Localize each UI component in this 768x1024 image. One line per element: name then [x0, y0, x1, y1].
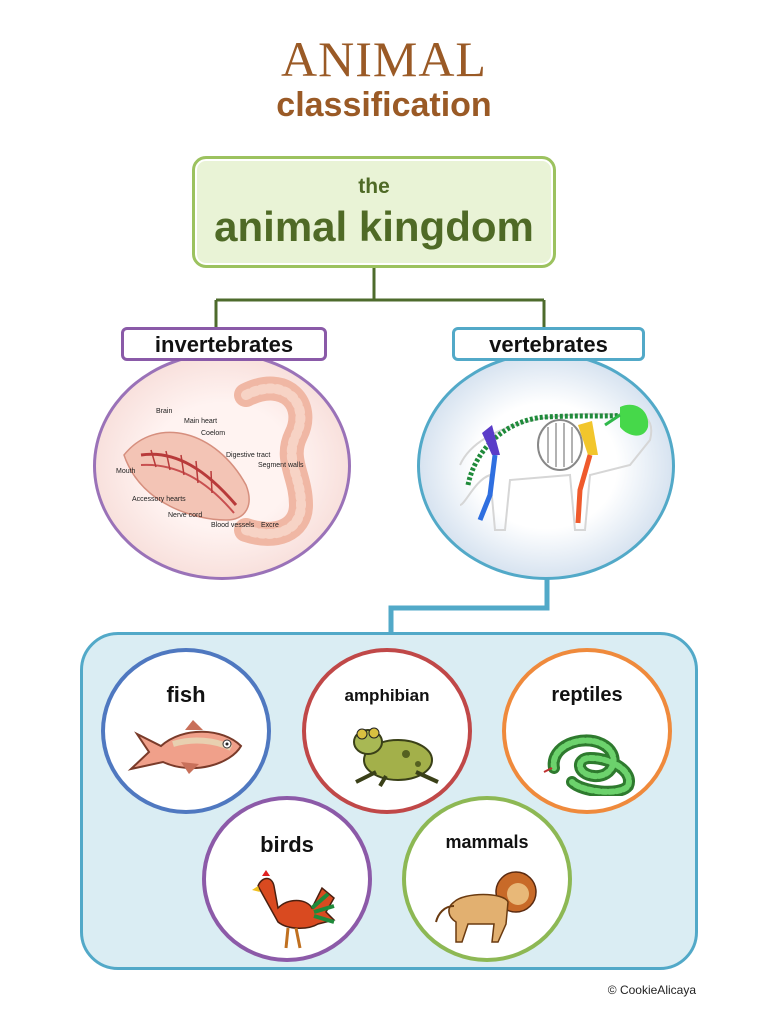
label-excretory: Excre	[261, 522, 279, 529]
page-subtitle: classification	[276, 86, 492, 124]
reptiles-label: reptiles	[551, 684, 623, 706]
label-mouth: Mouth	[116, 468, 136, 475]
lion-icon	[435, 871, 537, 943]
fish-icon	[127, 720, 243, 774]
copyright-text: © CookieAlicaya	[607, 983, 696, 997]
frog-icon	[353, 727, 439, 788]
birds-circle: birds	[202, 796, 372, 962]
mammals-label: mammals	[445, 832, 529, 852]
amphibian-label: amphibian	[344, 686, 430, 705]
cat-skeleton-icon	[459, 404, 653, 531]
vertebrates-label: vertebrates	[452, 327, 645, 361]
fish-label: fish	[166, 682, 206, 707]
label-brain: Brain	[156, 408, 172, 415]
earthworm-anatomy-icon: Brain Main heart Coelom Digestive tract …	[116, 376, 314, 546]
snake-icon	[543, 734, 635, 796]
animal-kingdom-box: the animal kingdom	[192, 156, 556, 268]
reptiles-circle: reptiles	[502, 648, 672, 814]
kingdom-prefix: the	[358, 175, 390, 198]
mammals-circle: mammals	[402, 796, 572, 962]
label-digestive-tract: Digestive tract	[226, 452, 270, 459]
vertebrates-circle	[417, 352, 675, 580]
amphibian-circle: amphibian	[302, 648, 472, 814]
kingdom-title: animal kingdom	[214, 203, 534, 250]
label-blood-vessels: Blood vessels	[211, 522, 255, 529]
fish-circle: fish	[101, 648, 271, 814]
label-segment-walls: Segment walls	[258, 462, 304, 469]
rooster-icon	[252, 870, 336, 949]
label-coelom: Coelom	[201, 430, 225, 437]
invertebrates-label: invertebrates	[121, 327, 327, 361]
label-nerve-cord: Nerve cord	[168, 512, 202, 519]
label-main-heart: Main heart	[184, 418, 217, 425]
birds-label: birds	[260, 832, 314, 857]
invertebrates-circle: Brain Main heart Coelom Digestive tract …	[93, 352, 351, 580]
label-accessory-hearts: Accessory hearts	[132, 496, 186, 503]
page-title: ANIMAL	[281, 31, 487, 87]
